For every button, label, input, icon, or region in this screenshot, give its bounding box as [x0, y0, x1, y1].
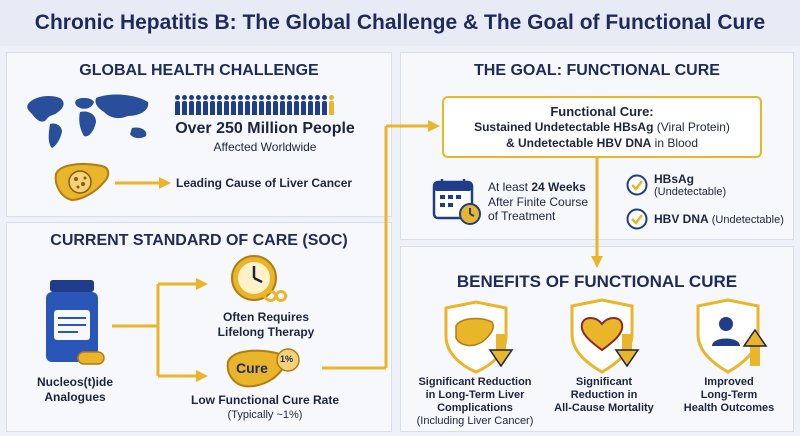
check1-bold: HBsAg: [654, 172, 695, 186]
drug-line2: Analogues: [44, 390, 106, 404]
benefit1-line4: (Including Liver Cancer): [416, 415, 534, 427]
def-title: Functional Cure:: [550, 104, 654, 119]
time-line3: of Treatment: [488, 209, 556, 223]
global-stat-big: Over 250 Million People: [175, 120, 355, 137]
benefit1-line2: in Long-Term Liver: [425, 389, 525, 401]
benefit2-line3: All-Cause Mortality: [554, 402, 654, 414]
def-l2-rest: (Viral Protein): [653, 120, 730, 134]
global-stat-small: Affected Worldwide: [213, 140, 317, 154]
benefit3-line2: Long-Term: [700, 389, 758, 401]
person-icon: [189, 95, 194, 115]
page-title: Chronic Hepatitis B: The Global Challeng…: [0, 0, 800, 46]
benefit3-line1: Improved: [704, 376, 754, 388]
benefit2-line2: Reduction in: [570, 389, 638, 401]
drug-line1: Nucleos(t)ide: [36, 375, 113, 389]
pill-bottle-icon: [46, 280, 105, 365]
soc-branch-connector: [112, 278, 208, 382]
liver-cancer-icon: [54, 163, 110, 202]
person-icon: [315, 95, 320, 115]
soc-to-goal-connector: [322, 120, 440, 370]
global-heading: GLOBAL HEALTH CHALLENGE: [79, 62, 319, 79]
world-map-icon: [27, 94, 149, 148]
person-icon: [224, 95, 229, 115]
check2-bold: HBV DNA: [654, 212, 709, 226]
benefit3-line3: Health Outcomes: [683, 402, 775, 414]
person-icon: [245, 95, 250, 115]
check1-rest: (Undetectable): [654, 186, 727, 198]
time-line1: At least 24 Weeks: [488, 180, 586, 194]
shield-person-icon: [696, 298, 768, 374]
person-icon: [273, 95, 278, 115]
checkmark-icon: [626, 174, 648, 196]
time-prefix: At least: [488, 180, 532, 194]
lifelong-line2: Lifelong Therapy: [217, 325, 315, 339]
time-bold: 24 Weeks: [531, 180, 586, 194]
person-icon: [308, 95, 313, 115]
person-icon-highlight: [329, 95, 334, 115]
clock-infinity-icon: [231, 255, 288, 302]
person-icon: [280, 95, 285, 115]
person-icon: [238, 95, 243, 115]
benefit2-line1: Significant: [575, 376, 633, 388]
rate-line2: (Typically ~1%): [227, 409, 303, 421]
goal-heading: THE GOAL: FUNCTIONAL CURE: [474, 62, 720, 79]
shield-liver-icon: [444, 300, 514, 374]
cure-icon-pct: 1%: [280, 354, 294, 364]
cure-icon-text: Cure: [236, 360, 268, 376]
person-icon: [175, 95, 180, 115]
person-icon: [217, 95, 222, 115]
definition-box: [442, 96, 762, 158]
person-icon: [301, 95, 306, 115]
benefit1-line3: Complications: [437, 402, 513, 414]
goal-to-benefits-arrow: [591, 158, 603, 268]
person-icon: [203, 95, 208, 115]
check2-rest: (Undetectable): [708, 214, 784, 226]
liver-cure-icon: [226, 348, 300, 388]
def-line3: & Undetectable HBV DNA in Blood: [442, 136, 762, 150]
soc-heading: CURRENT STANDARD OF CARE (SOC): [50, 232, 348, 249]
benefit1-line1: Significant Reduction: [418, 376, 532, 388]
lifelong-line1: Often Requires: [222, 310, 309, 324]
person-icon: [322, 95, 327, 115]
person-icon: [294, 95, 299, 115]
person-icon: [210, 95, 215, 115]
checkmark-icon: [626, 208, 648, 230]
def-line2: Sustained Undetectable HBsAg (Viral Prot…: [442, 120, 762, 134]
person-icon: [259, 95, 264, 115]
calendar-clock-icon: [432, 179, 481, 225]
person-icon: [196, 95, 201, 115]
shield-heart-icon: [570, 298, 640, 374]
person-icon: [182, 95, 187, 115]
global-cancer-text: Leading Cause of Liver Cancer: [176, 176, 353, 190]
check2-line: HBV DNA (Undetectable): [654, 212, 784, 226]
people-row: [175, 95, 355, 117]
person-icon: [252, 95, 257, 115]
benefits-heading: BENEFITS OF FUNCTIONAL CURE: [456, 272, 738, 291]
def-l3-bold: & Undetectable HBV DNA: [505, 136, 652, 150]
time-line2: After Finite Course: [488, 195, 589, 209]
def-l3-rest: in Blood: [651, 136, 699, 150]
rate-line1: Low Functional Cure Rate: [190, 393, 339, 407]
arrow-right-icon: [115, 177, 171, 189]
def-l2-bold: Sustained Undetectable HBsAg: [474, 120, 654, 134]
person-icon: [287, 95, 292, 115]
person-icon: [231, 95, 236, 115]
person-icon: [266, 95, 271, 115]
